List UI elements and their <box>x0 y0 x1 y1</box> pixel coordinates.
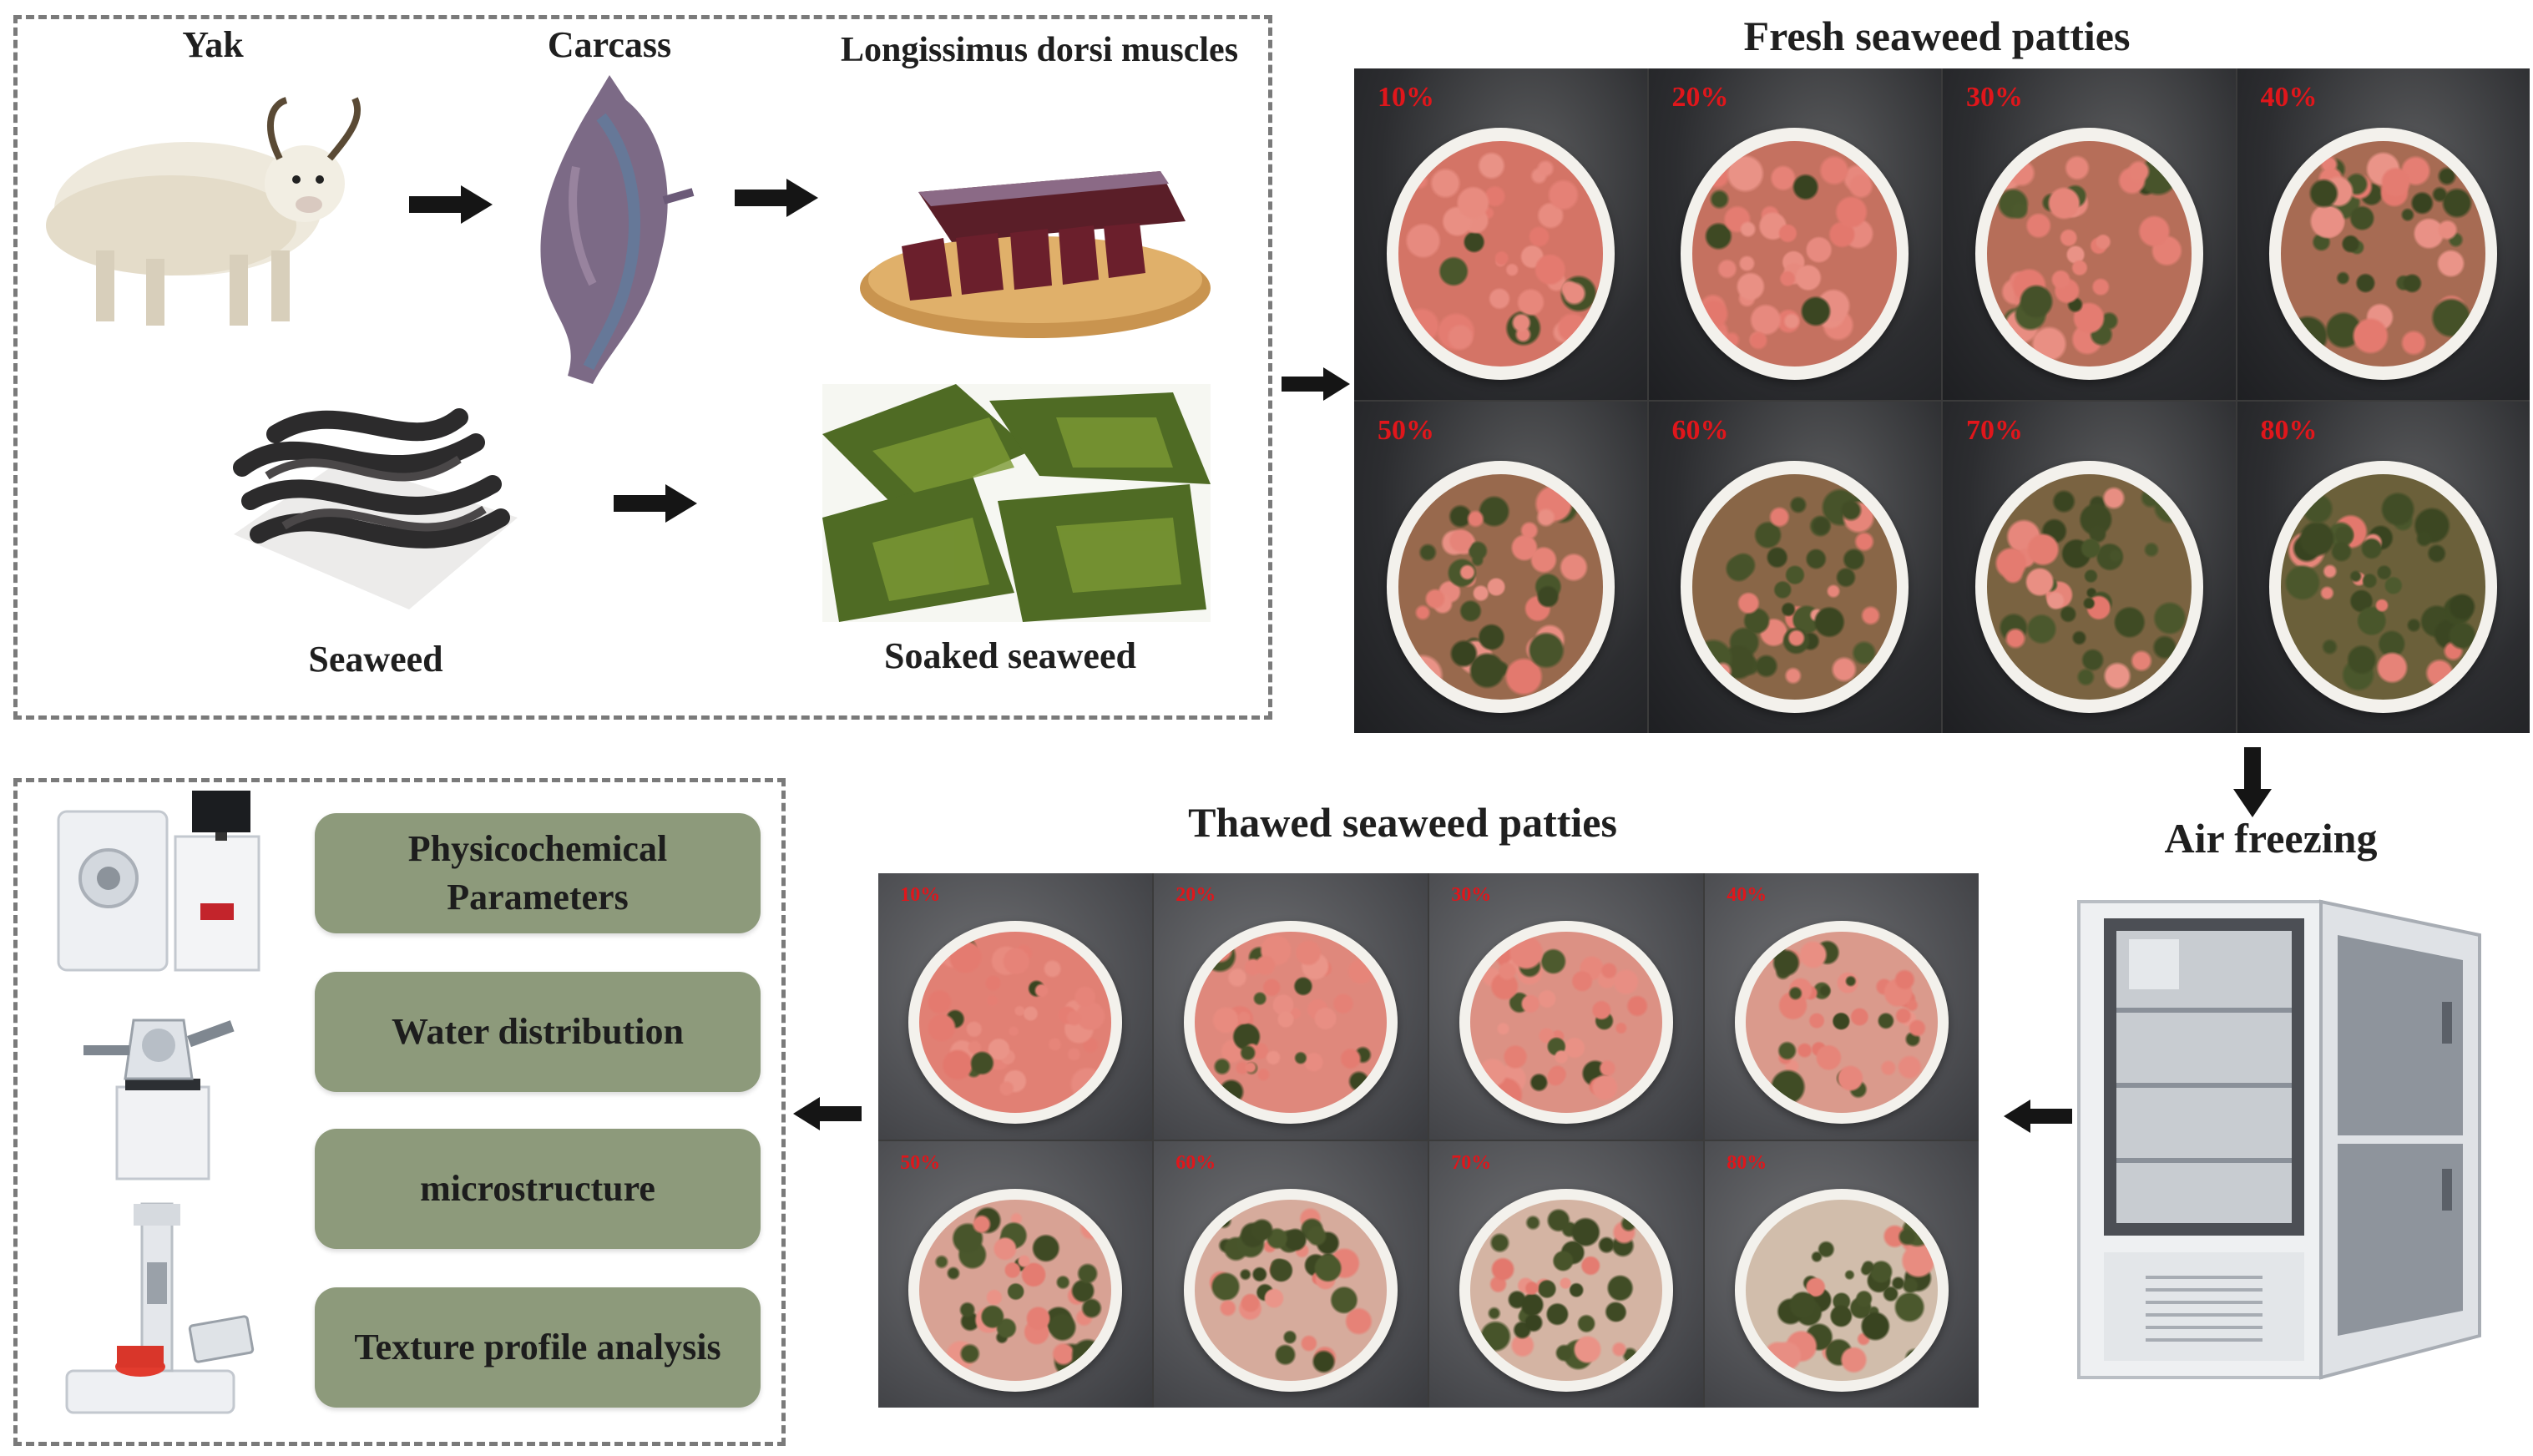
fresh-patty-cell: 60% <box>1648 402 1941 733</box>
arrow-freezer-to-thawed <box>2004 1100 2072 1133</box>
freezer-image <box>2077 899 2481 1380</box>
thawed-patty-cell: 30% <box>1429 873 1703 1140</box>
fresh-patty <box>1692 141 1898 367</box>
arrow-seaweed-to-soaked <box>614 484 697 523</box>
thawed-patty-cell: 60% <box>1154 1141 1428 1408</box>
fresh-patty <box>2281 474 2486 700</box>
raw-material-panel <box>13 15 1272 720</box>
fresh-patty-percent-label: 50% <box>1378 414 1435 446</box>
fresh-patties-title: Fresh seaweed patties <box>1743 13 2131 59</box>
arrow-yak-to-carcass <box>409 185 493 224</box>
fresh-patty <box>1398 141 1603 367</box>
microstructure-label: microstructure <box>420 1168 655 1209</box>
sem-instrument-image <box>83 1019 235 1180</box>
yak-image <box>46 97 361 326</box>
dried-seaweed-image <box>233 408 518 609</box>
fresh-patty <box>1398 474 1603 700</box>
muscle-label: Longissimus dorsi muscles <box>840 31 1239 69</box>
carcass-image <box>540 75 695 384</box>
fresh-patty-cell: 30% <box>1943 68 2236 400</box>
arrow-to-fresh-patties <box>1282 367 1350 401</box>
soaked-seaweed-image <box>822 384 1211 622</box>
fresh-patty-percent-label: 30% <box>1966 81 2024 113</box>
yak-label: Yak <box>182 24 244 65</box>
fresh-patty <box>2281 141 2486 367</box>
thawed-patty <box>1470 932 1662 1114</box>
air-freezing-label: Air freezing <box>2164 815 2378 862</box>
muscle-image <box>860 171 1211 338</box>
arrow-carcass-to-muscle <box>735 179 818 217</box>
thawed-patty-percent-label: 10% <box>900 883 941 906</box>
thawed-patty-cell: 40% <box>1705 873 1979 1140</box>
thawed-patty-percent-label: 30% <box>1451 883 1492 906</box>
thawed-patties-grid: 10% 20% 30% 40% 50% 60% 70% 80% <box>878 873 1979 1408</box>
physicochemical-parameters-box: Physicochemical Parameters <box>315 813 761 933</box>
fresh-patty <box>1986 474 2192 700</box>
soaked-seaweed-label: Soaked seaweed <box>884 635 1136 676</box>
carcass-label: Carcass <box>547 24 672 65</box>
fresh-patty-percent-label: 20% <box>1671 81 1729 113</box>
thawed-patty-cell: 70% <box>1429 1141 1703 1408</box>
thawed-patty <box>1746 932 1938 1114</box>
fresh-patty-cell: 20% <box>1648 68 1941 400</box>
thawed-patty-percent-label: 20% <box>1175 883 1216 906</box>
texture-analyzer-image <box>65 1202 255 1414</box>
water-distribution-box: Water distribution <box>315 972 761 1092</box>
analysis-panel <box>13 778 786 1446</box>
fresh-patty-percent-label: 10% <box>1378 81 1435 113</box>
seaweed-label: Seaweed <box>308 639 443 680</box>
fresh-patty-percent-label: 60% <box>1671 414 1729 446</box>
microstructure-box: microstructure <box>315 1129 761 1249</box>
lf-nmr-instrument-image <box>57 791 260 972</box>
thawed-patty-percent-label: 40% <box>1727 883 1767 906</box>
fresh-patty-percent-label: 40% <box>2260 81 2318 113</box>
fresh-patties-grid: 10% 20% 30% 40% 50% 60% 70% 80% <box>1354 68 2530 733</box>
fresh-patty <box>1986 141 2192 367</box>
physicochemical-line-1: Physicochemical <box>407 828 668 869</box>
thawed-patty <box>919 1200 1111 1382</box>
thawed-patties-title: Thawed seaweed patties <box>1188 799 1617 846</box>
fresh-patty-percent-label: 70% <box>1966 414 2024 446</box>
thawed-patty <box>1195 932 1387 1114</box>
thawed-patty-cell: 80% <box>1705 1141 1979 1408</box>
water-distribution-label: Water distribution <box>391 1011 684 1052</box>
fresh-patty-cell: 10% <box>1354 68 1647 400</box>
physicochemical-line-2: Parameters <box>447 877 629 918</box>
fresh-patty <box>1692 474 1898 700</box>
thawed-patty-cell: 50% <box>878 1141 1152 1408</box>
texture-profile-analysis-box: Texture profile analysis <box>315 1287 761 1408</box>
thawed-patty-percent-label: 80% <box>1727 1151 1767 1174</box>
arrow-thawed-to-analysis <box>793 1097 862 1130</box>
fresh-patty-cell: 50% <box>1354 402 1647 733</box>
thawed-patty <box>919 932 1111 1114</box>
thawed-patty-percent-label: 50% <box>900 1151 941 1174</box>
fresh-patty-percent-label: 80% <box>2260 414 2318 446</box>
thawed-patty <box>1195 1200 1387 1382</box>
thawed-patty-percent-label: 60% <box>1175 1151 1216 1174</box>
fresh-patty-cell: 80% <box>2237 402 2530 733</box>
arrow-to-air-freezing <box>2233 747 2272 817</box>
fresh-patty-cell: 70% <box>1943 402 2236 733</box>
thawed-patty <box>1746 1200 1938 1382</box>
texture-profile-label: Texture profile analysis <box>354 1327 721 1368</box>
thawed-patty-cell: 20% <box>1154 873 1428 1140</box>
thawed-patty <box>1470 1200 1662 1382</box>
fresh-patty-cell: 40% <box>2237 68 2530 400</box>
thawed-patty-cell: 10% <box>878 873 1152 1140</box>
thawed-patty-percent-label: 70% <box>1451 1151 1492 1174</box>
